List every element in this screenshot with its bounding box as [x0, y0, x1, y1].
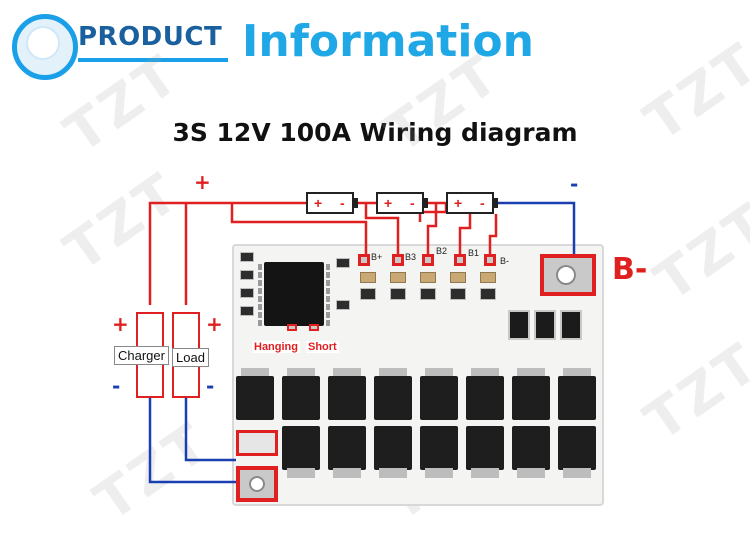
smd-component: [420, 288, 436, 300]
b-minus-pad: [540, 254, 596, 296]
balance-resistor: [420, 272, 436, 283]
aux-pad: [236, 430, 278, 456]
b-minus-label: B-: [612, 252, 648, 287]
mosfet-array: [232, 368, 604, 478]
smd-component: [450, 288, 466, 300]
positive-wire-charger: [148, 201, 306, 305]
battery-cell-3: + -: [446, 192, 494, 214]
balance-pad-bplus: [358, 254, 370, 266]
balance-pad-b2: [422, 254, 434, 266]
smd-component: [240, 252, 254, 262]
cell-terminal: [494, 198, 498, 208]
pad-label-bminus: B-: [500, 256, 509, 266]
load-label: Load: [172, 348, 209, 367]
smd-component: [480, 288, 496, 300]
cell-plus: +: [314, 195, 323, 211]
cell-minus: -: [340, 195, 345, 211]
smd-component: [390, 288, 406, 300]
load-minus-sign: -: [206, 374, 215, 398]
balance-pad-b3: [392, 254, 404, 266]
short-label: Short: [306, 341, 339, 353]
smd-component: [240, 270, 254, 280]
charger-plus-sign: +: [112, 312, 129, 336]
product-underline: [78, 58, 228, 62]
product-label: PRODUCT: [78, 22, 223, 52]
smd-component: [336, 258, 350, 268]
cell-terminal: [424, 198, 428, 208]
b-minus-hole: [556, 265, 576, 285]
shunt-resistor: [560, 310, 582, 340]
pad-label-b2: B2: [436, 246, 448, 256]
chip-pins-left: [258, 262, 264, 326]
cell-minus: -: [480, 195, 485, 211]
hanging-label: Hanging: [252, 341, 300, 353]
smd-component: [360, 288, 376, 300]
c-minus-hole: [249, 476, 265, 492]
shunt-resistor: [508, 310, 530, 340]
negative-wire-battery: [494, 201, 576, 254]
short-pad: [309, 324, 319, 331]
negative-wire-charger: [148, 395, 236, 484]
pad-label-b1: B1: [468, 248, 480, 258]
battery-cell-1: + -: [306, 192, 354, 214]
logo-dot-icon: [28, 28, 58, 58]
b2-wire: [426, 203, 438, 254]
cell-plus: +: [454, 195, 463, 211]
plus-sign: +: [194, 170, 211, 194]
cell-minus: -: [410, 195, 415, 211]
charger-label: Charger: [114, 346, 169, 365]
cell-terminal: [354, 198, 358, 208]
balance-resistor: [360, 272, 376, 283]
logo-circle-icon: [12, 14, 78, 80]
diagram-title: 3S 12V 100A Wiring diagram: [172, 118, 578, 147]
bplus-wire: [230, 203, 368, 254]
balance-pad-b1: [454, 254, 466, 266]
load-plus-sign: +: [206, 312, 223, 336]
cell-plus: +: [384, 195, 393, 211]
smd-component: [240, 306, 254, 316]
bminus-wire: [488, 214, 498, 254]
balance-resistor: [450, 272, 466, 283]
hanging-pad: [287, 324, 297, 331]
b3-wire: [364, 203, 400, 254]
b1-wire: [458, 214, 472, 254]
battery-cell-2: + -: [376, 192, 424, 214]
pad-label-b3: B3: [405, 252, 417, 262]
negative-wire-load: [184, 395, 236, 462]
smd-component: [240, 288, 254, 298]
pad-label-bplus: B+: [371, 252, 383, 262]
chip-pins-right: [324, 262, 330, 326]
balance-resistor: [390, 272, 406, 283]
information-heading: Information: [242, 16, 534, 67]
minus-sign: -: [570, 172, 579, 196]
balance-pad-bminus: [484, 254, 496, 266]
ic-chip: [264, 262, 324, 326]
smd-component: [336, 300, 350, 310]
shunt-resistor: [534, 310, 556, 340]
charger-minus-sign: -: [112, 374, 121, 398]
balance-resistor: [480, 272, 496, 283]
